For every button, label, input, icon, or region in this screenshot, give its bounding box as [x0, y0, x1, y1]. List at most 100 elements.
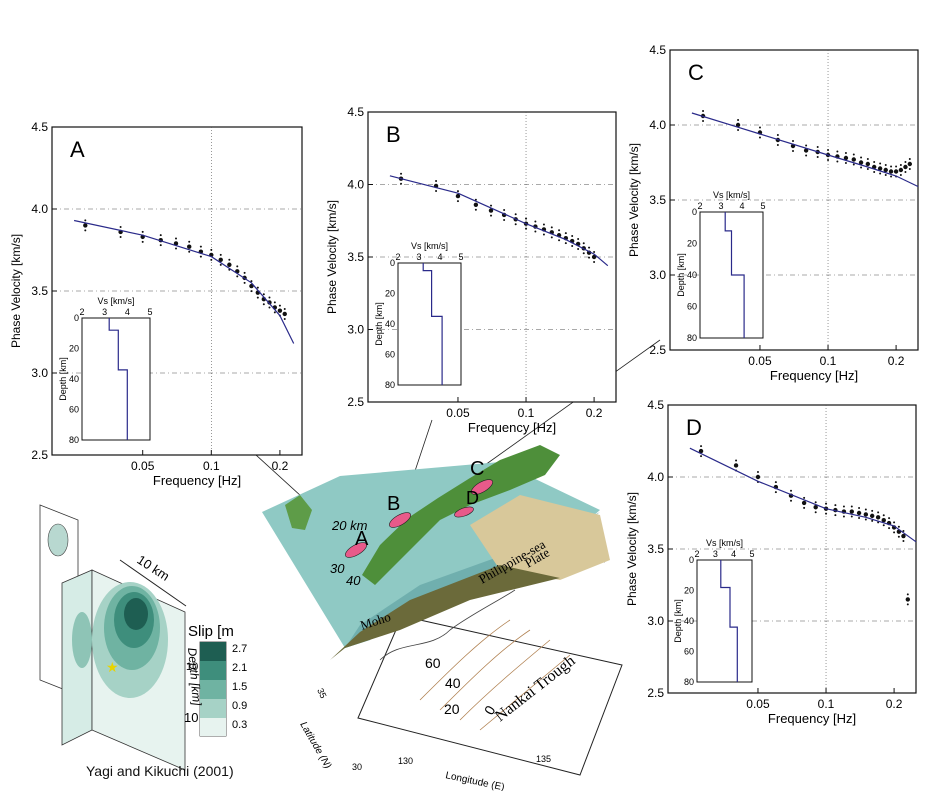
inset-y-tick: 80: [385, 380, 395, 390]
y-tick-label: 3.0: [647, 614, 664, 628]
data-point: [877, 166, 883, 171]
data-point-scatter: [250, 280, 253, 283]
data-point-scatter: [908, 158, 911, 160]
data-point: [843, 155, 849, 161]
data-point-scatter: [882, 524, 885, 527]
data-point-scatter: [816, 156, 819, 158]
y-axis-label: Phase Velocity [km/s]: [625, 492, 639, 606]
y-tick-label: 4.0: [649, 118, 666, 132]
coastline-path: [379, 589, 516, 661]
data-point-scatter: [268, 306, 271, 309]
data-point-scatter: [159, 244, 162, 247]
inset-y-tick: 0: [689, 555, 694, 565]
data-point-scatter: [904, 161, 907, 163]
data-point-scatter: [490, 204, 493, 207]
data-point-scatter: [262, 293, 265, 296]
vs-profile: [422, 263, 443, 385]
data-point-scatter: [834, 514, 837, 517]
data-point-scatter: [844, 162, 847, 164]
inset-y-tick: 20: [69, 344, 79, 354]
x-tick-label: 0.05: [748, 354, 772, 368]
x-tick-label: 0.05: [746, 697, 770, 711]
data-point-scatter: [490, 214, 493, 217]
colorbar-level: 0.3: [232, 719, 247, 731]
data-point: [277, 308, 283, 313]
vs-profile: [724, 212, 745, 338]
data-point: [901, 533, 906, 539]
inset-x-label: Vs [km/s]: [706, 538, 743, 548]
marker-c: [471, 479, 493, 495]
data-point: [591, 254, 597, 260]
y-tick-label: 3.5: [647, 542, 664, 556]
inset-y-tick: 40: [69, 374, 79, 384]
data-point: [698, 448, 704, 454]
x-tick-label: 0.2: [586, 406, 603, 420]
data-point: [875, 515, 881, 520]
hypocenter-star: ★: [106, 659, 119, 675]
data-point-scatter: [904, 171, 907, 173]
x-tick-label: 0.1: [818, 697, 835, 711]
data-point-scatter: [514, 213, 517, 216]
moho-surface: [330, 565, 560, 660]
data-point: [813, 505, 818, 510]
data-point: [881, 518, 886, 523]
data-point-scatter: [827, 149, 830, 151]
data-point-scatter: [582, 252, 585, 255]
data-point-scatter: [877, 511, 880, 514]
japan-terrain: [362, 445, 560, 585]
data-point-scatter: [188, 250, 191, 253]
data-point-scatter: [514, 223, 517, 226]
y-tick-label: 4.0: [31, 202, 48, 216]
depth-contour-label: 20 km: [331, 518, 368, 533]
x-axis-label: Frequency [Hz]: [153, 473, 241, 488]
panel-letter: C: [688, 60, 704, 85]
y-tick-label: 4.5: [647, 398, 664, 412]
model-curve: [689, 447, 917, 543]
data-point-scatter: [534, 230, 537, 233]
y-tick-label: 3.5: [31, 284, 48, 298]
inset-x-tick: 3: [416, 252, 421, 262]
data-point-scatter: [737, 119, 740, 121]
data-point: [907, 161, 913, 167]
inset-x-label: Vs [km/s]: [411, 241, 448, 251]
colorbar-level: 0.9: [232, 700, 247, 712]
panel-letter: B: [386, 122, 401, 147]
data-point-scatter: [825, 502, 828, 505]
data-point-scatter: [525, 217, 528, 220]
data-point: [883, 167, 888, 173]
marker-d: [454, 506, 474, 518]
inset-x-tick: 3: [713, 549, 718, 559]
slip-model: ★ 10 km Slip [m 2.7 2.1 1.5 0.9 0.3 Dept…: [39, 504, 247, 771]
inset-y-tick: 80: [684, 677, 694, 687]
contour-line: [479, 654, 571, 731]
data-point: [863, 512, 869, 517]
data-point-scatter: [219, 253, 222, 256]
colorbar-swatch: [200, 699, 226, 718]
site-label-d: D: [466, 488, 479, 508]
data-point-scatter: [159, 234, 162, 237]
credit-caption: Yagi and Kikuchi (2001): [86, 763, 234, 779]
marker-b: [389, 512, 411, 528]
data-point-scatter: [188, 240, 191, 243]
data-point-scatter: [836, 160, 839, 163]
data-point-scatter: [210, 248, 213, 251]
data-point-scatter: [899, 164, 902, 166]
colorbar-swatch: [200, 661, 226, 680]
data-point-scatter: [550, 236, 553, 239]
data-point-scatter: [593, 251, 596, 253]
slip-patch-side: [72, 612, 92, 668]
data-point-scatter: [199, 245, 202, 248]
vs-profile: [108, 318, 128, 440]
x-tick-label: 0.05: [446, 406, 470, 420]
inset-y-tick: 60: [385, 350, 395, 360]
data-point-scatter: [906, 593, 909, 596]
data-point-scatter: [814, 511, 817, 514]
inset-x-tick: 5: [147, 307, 152, 317]
y-tick-label: 4.5: [649, 43, 666, 57]
x-tick-label: 0.2: [886, 697, 903, 711]
y-tick-label: 2.5: [31, 448, 48, 462]
y-tick-label: 2.5: [649, 343, 666, 357]
data-point-scatter: [534, 220, 537, 223]
